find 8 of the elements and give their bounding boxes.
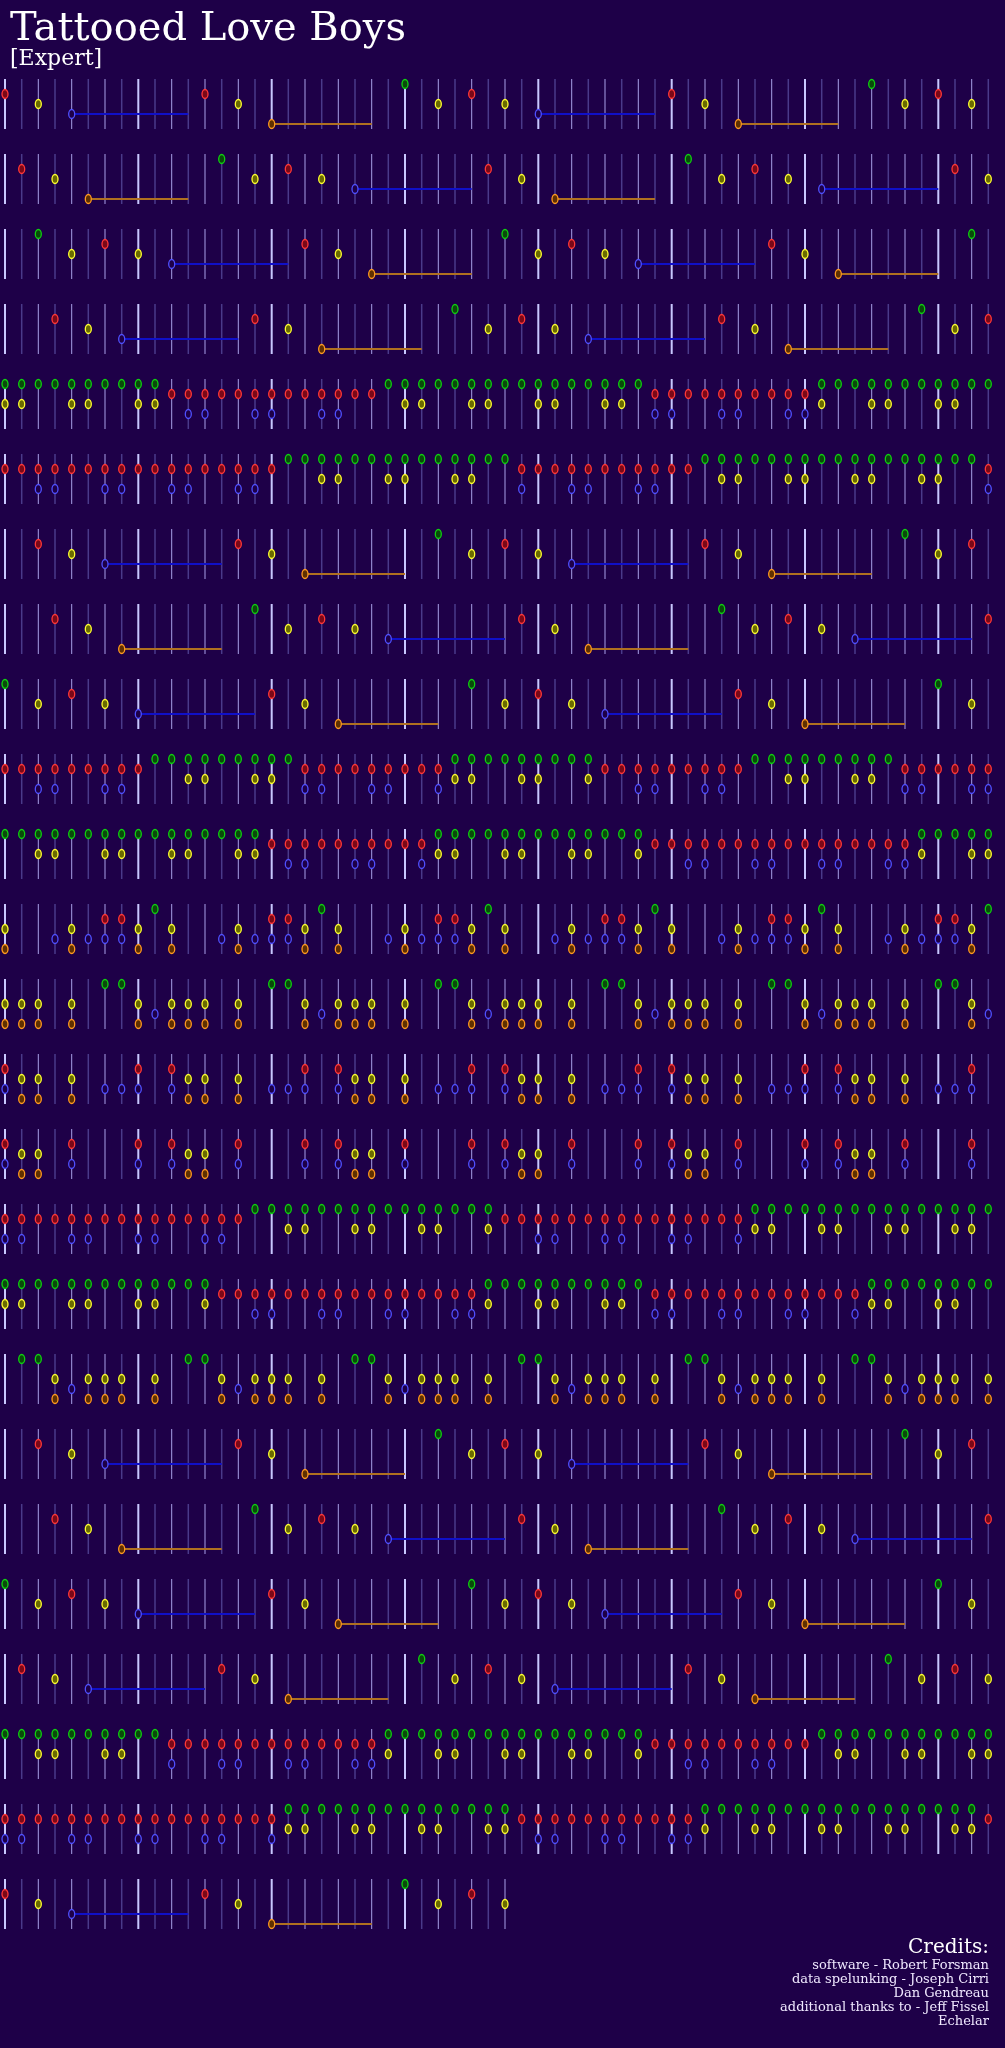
credit-line: Echelar (938, 2014, 989, 2028)
song-title: Tattooed Love Boys (10, 4, 406, 48)
credit-line: software - Robert Forsman (812, 1958, 989, 1972)
credit-line: data spelunking - Joseph Cirri (791, 1972, 989, 1986)
difficulty-label: [Expert] (10, 46, 103, 70)
credit-line: Dan Gendreau (893, 1986, 989, 2000)
credit-line: additional thanks to - Jeff Fissel (780, 2000, 989, 2014)
credits-heading: Credits: (908, 1934, 989, 1958)
